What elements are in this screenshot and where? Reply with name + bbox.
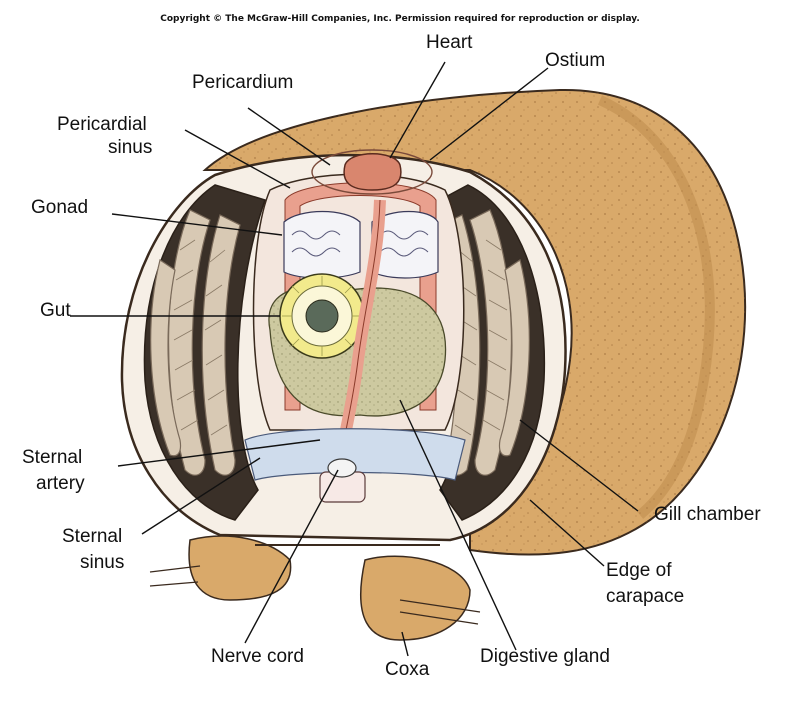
left-gills [150, 209, 241, 476]
label-sternal-artery-2: artery [36, 473, 85, 494]
label-heart: Heart [426, 32, 473, 53]
label-gut: Gut [40, 300, 71, 321]
pericardium-sac [311, 149, 433, 195]
label-coxa: Coxa [385, 659, 430, 680]
heart-shape [343, 153, 402, 191]
label-pericardial-sinus-2: sinus [108, 137, 153, 158]
label-sternal-sinus-1: Sternal [62, 526, 123, 547]
label-pericardial-sinus-1: Pericardial [57, 114, 147, 135]
label-edge-of-carapace-1: Edge of [606, 560, 672, 581]
label-pericardium: Pericardium [192, 72, 294, 93]
label-gill-chamber: Gill chamber [654, 504, 761, 525]
gonads [283, 210, 439, 279]
label-nerve-cord: Nerve cord [211, 646, 304, 667]
gut-structure [279, 273, 365, 359]
copyright-notice: Copyright © The McGraw-Hill Companies, I… [160, 14, 640, 24]
label-edge-of-carapace-2: carapace [606, 586, 685, 607]
label-ostium: Ostium [545, 50, 606, 71]
label-digestive-gland: Digestive gland [480, 646, 610, 667]
sternal-sinus-region [244, 428, 466, 481]
label-sternal-sinus-2: sinus [80, 552, 125, 573]
label-sternal-artery-1: Sternal [22, 447, 83, 468]
coxa-left [149, 535, 292, 601]
leader-lines [70, 61, 639, 657]
coxa-center [360, 555, 481, 641]
carapace-stipple [205, 89, 746, 555]
label-gonad: Gonad [31, 197, 89, 218]
